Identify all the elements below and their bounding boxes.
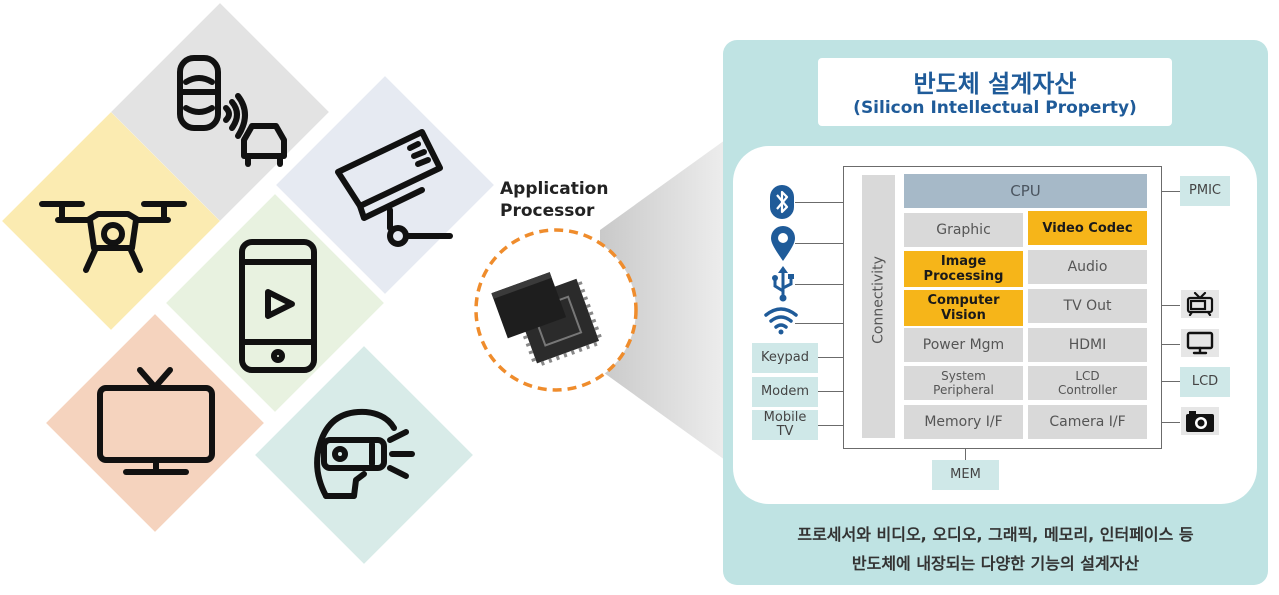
- title-box: 반도체 설계자산 (Silicon Intellectual Property): [818, 58, 1172, 126]
- image-processing-line2: Processing: [923, 269, 1004, 284]
- block-tv-out: TV Out: [1028, 289, 1147, 323]
- drone-icon: [39, 201, 187, 273]
- ap-label: Application Processor: [500, 178, 608, 222]
- computer-vision-line2: Vision: [941, 308, 986, 323]
- connectivity-bar: Connectivity: [862, 175, 895, 438]
- car-sensor-icon: [177, 55, 287, 167]
- lcd-controller-line1: LCD: [1075, 369, 1100, 383]
- zoom-cone: [600, 140, 725, 460]
- line-hdmi: [1147, 344, 1180, 345]
- location-pin-icon: [771, 226, 795, 261]
- computer-vision-line1: Computer: [927, 293, 1000, 308]
- line-usb: [795, 284, 843, 285]
- ap-label-line1: Application: [500, 179, 609, 199]
- tv-icon: [97, 367, 215, 475]
- smartphone-play-icon: [239, 239, 317, 373]
- block-image-processing: Image Processing: [904, 251, 1023, 287]
- line-modem: [818, 391, 862, 392]
- block-audio: Audio: [1028, 250, 1147, 284]
- mobile-tv-line2: TV: [776, 424, 794, 439]
- line-tv-out: [1147, 305, 1180, 306]
- line-wifi: [795, 323, 843, 324]
- retro-tv-icon: [1186, 292, 1214, 316]
- title-english: (Silicon Intellectual Property): [853, 98, 1137, 118]
- block-computer-vision: Computer Vision: [904, 290, 1023, 326]
- block-power-mgm: Power Mgm: [904, 328, 1023, 362]
- block-lcd-controller: LCD Controller: [1028, 366, 1147, 400]
- line-bluetooth: [795, 202, 843, 203]
- chip-icon: [474, 228, 638, 392]
- block-camera-if: Camera I/F: [1028, 405, 1147, 439]
- block-cpu: CPU: [904, 174, 1147, 208]
- ext-lcd: LCD: [1180, 367, 1230, 397]
- connectivity-label: Connectivity: [870, 256, 887, 344]
- line-camera: [1147, 422, 1180, 423]
- system-peripheral-line2: Peripheral: [933, 383, 994, 397]
- ext-mem: MEM: [932, 460, 999, 490]
- caption-line1: 프로세서와 비디오, 오디오, 그래픽, 메모리, 인터페이스 등: [797, 525, 1194, 544]
- lcd-controller-line2: Controller: [1057, 383, 1118, 397]
- line-lcd: [1147, 381, 1180, 382]
- image-processing-line1: Image: [940, 254, 987, 269]
- wifi-icon: [764, 307, 798, 335]
- ext-modem: Modem: [752, 377, 818, 407]
- ext-keypad: Keypad: [752, 343, 818, 373]
- monitor-icon-box: [1181, 329, 1219, 357]
- system-peripheral-line1: System: [941, 369, 986, 383]
- line-pmic: [1147, 191, 1180, 192]
- bluetooth-icon: [770, 185, 794, 219]
- vr-headset-icon: [314, 408, 415, 499]
- monitor-icon: [1186, 331, 1214, 355]
- camera-icon-box: [1181, 407, 1219, 435]
- ext-mobile-tv: Mobile TV: [752, 410, 818, 440]
- cctv-camera-icon: [335, 129, 453, 247]
- block-graphic: Graphic: [904, 213, 1023, 247]
- caption-line2: 반도체에 내장되는 다양한 기능의 설계자산: [851, 554, 1140, 573]
- retro-tv-icon-box: [1181, 290, 1219, 318]
- block-system-peripheral: System Peripheral: [904, 366, 1023, 400]
- line-mobile-tv: [818, 425, 862, 426]
- usb-icon: [772, 266, 794, 302]
- line-keypad: [818, 357, 862, 358]
- ap-label-line2: Processor: [500, 201, 595, 221]
- line-mem: [965, 438, 966, 460]
- ext-pmic: PMIC: [1180, 176, 1230, 206]
- block-memory-if: Memory I/F: [904, 405, 1023, 439]
- block-hdmi: HDMI: [1028, 328, 1147, 362]
- camera-icon: [1186, 411, 1214, 432]
- line-location: [795, 243, 843, 244]
- title-korean: 반도체 설계자산: [913, 70, 1077, 98]
- mobile-tv-line1: Mobile: [763, 410, 807, 425]
- block-video-codec: Video Codec: [1028, 211, 1147, 245]
